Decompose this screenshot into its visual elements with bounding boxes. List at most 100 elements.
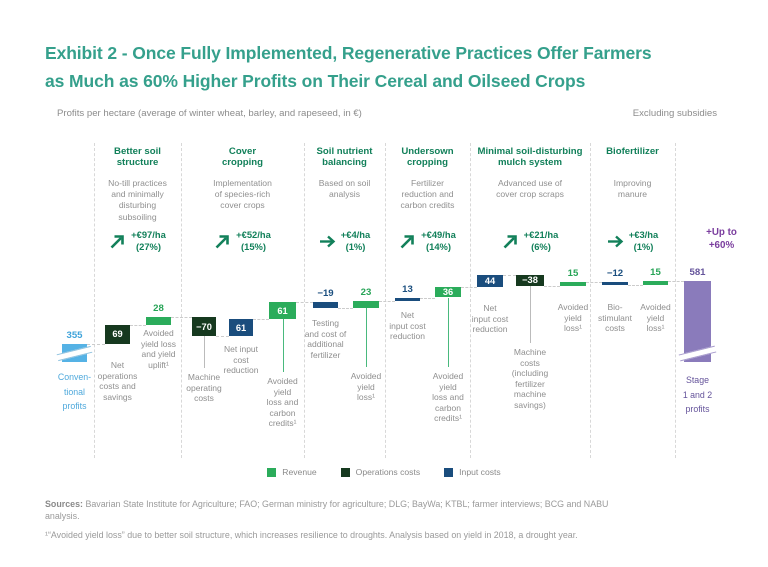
avoided-yield-loss-and-uplift-label: Avoided yield loss and yield uplift¹ xyxy=(141,328,176,370)
step-connector xyxy=(461,287,477,289)
gain-value: +€3/ha(1%) xyxy=(628,229,659,252)
legend-item-revenue: Revenue xyxy=(267,467,317,477)
biostimulant-costs-label: Bio- stimulant costs xyxy=(597,302,632,334)
total-uplift-label: +Up to +60% xyxy=(706,227,737,251)
conventional-profits-label: Conven- tional profits xyxy=(57,372,92,411)
avoided-yield-loss-2-bar xyxy=(560,281,586,286)
net-input-cost-reduction-2-label: Net input cost reduction xyxy=(389,310,426,342)
net-input-cost-reduction-1-bar: 61 xyxy=(229,319,253,337)
practice-gain: +€52/ha(15%) xyxy=(181,226,304,256)
avoided-yield-loss-1-label: Avoided yield loss¹ xyxy=(350,371,382,403)
gain-value: +€52/ha(15%) xyxy=(236,229,271,252)
machine-operating-costs-label: Machine operating costs xyxy=(186,372,222,404)
chart-subtitle: Profits per hectare (average of winter w… xyxy=(57,108,362,119)
step-connector xyxy=(544,285,560,287)
net-input-cost-reduction-3-label: Net input cost reduction xyxy=(471,303,509,335)
biostimulant-costs-value: −12 xyxy=(606,267,624,279)
machine-operating-costs-connector-line xyxy=(204,336,205,368)
footnote-text: ¹“Avoided yield loss” due to better soil… xyxy=(45,530,578,540)
practice-description: Based on soil analysis xyxy=(318,178,371,200)
gain-value: +€49/ha(14%) xyxy=(421,229,456,252)
column-divider xyxy=(470,143,471,458)
practice-title: Biofertilizer xyxy=(606,146,659,157)
trend-up-arrow-icon xyxy=(110,234,124,248)
page-title: Exhibit 2 - Once Fully Implemented, Rege… xyxy=(45,43,652,91)
sources-label: Sources: xyxy=(45,499,83,509)
avoided-yield-loss-carbon-credits-2-value: 36 xyxy=(442,287,454,298)
excluding-subsidies-note: Excluding subsidies xyxy=(632,108,717,119)
practice-title: Soil nutrient balancing xyxy=(316,146,373,169)
practice-description: Fertilizer reduction and carbon credits xyxy=(400,178,455,211)
trend-flat-arrow-icon xyxy=(607,235,624,247)
avoided-yield-loss-carbon-credits-1-label: Avoided yield loss and carbon credits¹ xyxy=(266,376,299,429)
machine-costs-incl-fertilizer-savings-connector-line xyxy=(530,285,531,343)
step-connector xyxy=(338,307,353,309)
practice-gain: +€97/ha(27%) xyxy=(94,226,181,256)
practice-gain: +€49/ha(14%) xyxy=(385,226,470,256)
avoided-yield-loss-carbon-credits-2-label: Avoided yield loss and carbon credits¹ xyxy=(432,371,464,424)
column-divider xyxy=(304,143,305,458)
legend-label: Input costs xyxy=(459,467,501,477)
column-divider xyxy=(675,143,676,458)
net-operations-costs-savings-label: Net operations costs and savings xyxy=(97,360,138,402)
net-input-cost-reduction-1-label: Net input cost reduction xyxy=(223,344,259,376)
column-divider xyxy=(590,143,591,458)
practice-title: Better soil structure xyxy=(114,146,161,169)
net-input-cost-reduction-2-value: 13 xyxy=(402,283,413,295)
net-operations-costs-savings-value: 69 xyxy=(112,329,123,340)
net-operations-costs-savings-bar: 69 xyxy=(105,324,130,344)
machine-costs-incl-fertilizer-savings-bar: −38 xyxy=(516,275,544,286)
avoided-yield-loss-3-label: Avoided yield loss¹ xyxy=(640,302,671,334)
stage-1-and-2-profits-value: 581 xyxy=(689,266,706,278)
gain-value: +€97/ha(27%) xyxy=(131,229,166,252)
step-connector xyxy=(668,280,684,282)
step-connector xyxy=(253,319,269,321)
biostimulant-costs-bar xyxy=(602,281,628,285)
testing-cost-additional-fertilizer-value: −19 xyxy=(317,288,334,300)
stage-1-and-2-profits-label: Stage 1 and 2 profits xyxy=(682,375,713,414)
step-connector xyxy=(216,336,229,338)
avoided-yield-loss-carbon-credits-1-value: 61 xyxy=(277,305,288,316)
step-connector xyxy=(171,316,192,318)
practice-title: Undersown cropping xyxy=(401,146,454,169)
machine-operating-costs-bar: −70 xyxy=(192,316,216,337)
machine-operating-costs-value: −70 xyxy=(196,321,212,332)
conventional-profits-value: 355 xyxy=(66,330,83,341)
avoided-yield-loss-1-value: 23 xyxy=(360,287,372,299)
step-connector xyxy=(87,344,105,345)
machine-costs-incl-fertilizer-savings-value: −38 xyxy=(522,275,538,286)
column-divider xyxy=(94,143,95,458)
legend-swatch-icon xyxy=(340,467,350,477)
avoided-yield-loss-2-value: 15 xyxy=(567,267,579,279)
legend-item-input: Input costs xyxy=(444,467,501,477)
practice-title: Cover cropping xyxy=(221,146,264,169)
avoided-yield-loss-carbon-credits-2-bar: 36 xyxy=(435,287,461,298)
avoided-yield-loss-and-uplift-bar xyxy=(146,316,171,325)
step-connector xyxy=(586,281,602,283)
avoided-yield-loss-3-value: 15 xyxy=(650,266,661,278)
avoided-yield-loss-3-bar xyxy=(643,280,668,285)
trend-up-arrow-icon xyxy=(215,234,229,248)
axis-break-icon xyxy=(56,345,93,362)
practice-gain: +€21/ha(6%) xyxy=(470,226,590,256)
step-connector xyxy=(296,302,313,304)
column-divider xyxy=(385,143,386,458)
avoided-yield-loss-carbon-credits-1-bar: 61 xyxy=(269,302,296,320)
avoided-yield-loss-1-connector-line xyxy=(366,307,367,367)
step-connector xyxy=(379,301,395,303)
gain-value: +€4/ha(1%) xyxy=(340,229,371,252)
trend-up-arrow-icon xyxy=(503,234,517,248)
testing-cost-additional-fertilizer-bar xyxy=(313,302,338,308)
legend-label: Operations costs xyxy=(355,467,421,477)
step-connector xyxy=(420,297,435,299)
axis-break-icon xyxy=(678,345,717,362)
avoided-yield-loss-carbon-credits-2-connector-line xyxy=(448,297,449,367)
testing-cost-additional-fertilizer-label: Testing and cost of additional fertilize… xyxy=(304,318,347,360)
practice-gain: +€4/ha(1%) xyxy=(304,226,385,256)
practice-description: Advanced use of cover crop scraps xyxy=(496,178,564,200)
legend-label: Revenue xyxy=(282,467,317,477)
avoided-yield-loss-2-label: Avoided yield loss¹ xyxy=(557,302,589,334)
practice-description: Implementation of species-rich cover cro… xyxy=(213,178,272,211)
trend-up-arrow-icon xyxy=(400,234,414,248)
